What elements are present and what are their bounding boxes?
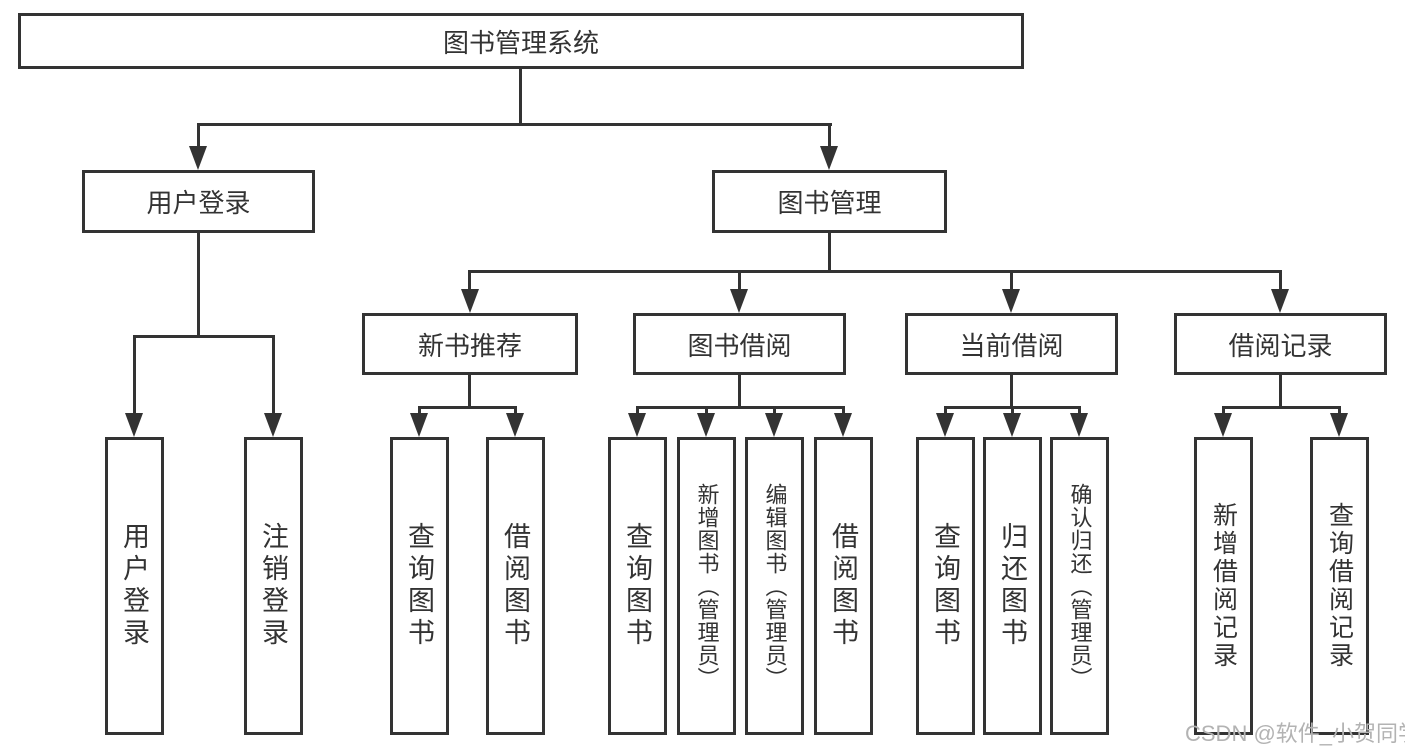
arrowhead-down-icon xyxy=(189,146,207,170)
arrowhead-down-icon xyxy=(461,289,479,313)
leaf-label: 查询借阅记录 xyxy=(1325,502,1354,670)
leaf-label: 新增图书（管理员） xyxy=(694,482,720,690)
leaf-return-books: 归还图书 xyxy=(983,437,1042,735)
connector-line xyxy=(1011,406,1014,416)
connector-line xyxy=(828,123,831,149)
node-label: 图书借阅 xyxy=(687,330,792,361)
connector-line xyxy=(1010,270,1013,291)
leaf-query-books: 查询图书 xyxy=(916,437,975,735)
connector-line xyxy=(944,406,947,416)
connector-line xyxy=(1279,270,1282,291)
connector-line xyxy=(1078,406,1081,416)
connector-line xyxy=(468,270,471,291)
arrowhead-down-icon xyxy=(1330,413,1348,437)
connector-line xyxy=(418,406,421,416)
connector-line xyxy=(773,406,776,416)
arrowhead-down-icon xyxy=(506,413,524,437)
node-label: 借阅记录 xyxy=(1228,330,1333,361)
arrowhead-down-icon xyxy=(264,413,282,437)
leaf-label: 归还图书 xyxy=(997,522,1027,650)
leaf-label: 用户登录 xyxy=(119,522,149,650)
connector-line xyxy=(1010,375,1013,408)
connector-line xyxy=(636,406,639,416)
node-label: 用户登录 xyxy=(146,188,251,218)
arrowhead-down-icon xyxy=(1070,413,1088,437)
leaf-user-login: 用户登录 xyxy=(105,437,164,735)
arrowhead-down-icon xyxy=(697,413,715,437)
arrowhead-down-icon xyxy=(628,413,646,437)
connector-line xyxy=(468,375,471,408)
node-library-management-system: 图书管理系统 xyxy=(18,13,1024,69)
connector-line xyxy=(738,375,741,408)
connector-line xyxy=(133,335,136,415)
connector-line xyxy=(197,123,832,126)
node-new-book-recommend: 新书推荐 xyxy=(362,313,578,375)
leaf-query-borrow-record: 查询借阅记录 xyxy=(1310,437,1369,735)
node-label: 新书推荐 xyxy=(417,330,522,361)
connector-line xyxy=(1222,406,1341,409)
leaf-label: 确认归还（管理员） xyxy=(1067,482,1093,690)
arrowhead-down-icon xyxy=(1271,289,1289,313)
leaf-edit-books-admin: 编辑图书（管理员） xyxy=(745,437,804,735)
leaf-borrow-books: 借阅图书 xyxy=(486,437,545,735)
leaf-add-borrow-record: 新增借阅记录 xyxy=(1194,437,1253,735)
leaf-label: 查询图书 xyxy=(930,522,960,650)
connector-line xyxy=(1338,406,1341,416)
leaf-query-books: 查询图书 xyxy=(608,437,667,735)
arrowhead-down-icon xyxy=(1214,413,1232,437)
leaf-label: 借阅图书 xyxy=(828,522,858,650)
connector-line xyxy=(1222,406,1225,416)
connector-line xyxy=(842,406,845,416)
node-book-borrow: 图书借阅 xyxy=(633,313,846,375)
leaf-label: 注销登录 xyxy=(258,522,288,650)
arrowhead-down-icon xyxy=(834,413,852,437)
leaf-add-books-admin: 新增图书（管理员） xyxy=(677,437,736,735)
leaf-logout: 注销登录 xyxy=(244,437,303,735)
connector-line xyxy=(272,335,275,415)
leaf-label: 查询图书 xyxy=(622,522,652,650)
arrowhead-down-icon xyxy=(1002,289,1020,313)
connector-line xyxy=(514,406,517,416)
leaf-query-books: 查询图书 xyxy=(390,437,449,735)
node-label: 图书管理系统 xyxy=(442,27,599,58)
connector-line xyxy=(418,406,517,409)
node-user-login: 用户登录 xyxy=(82,170,315,233)
connector-line xyxy=(738,270,741,291)
leaf-label: 借阅图书 xyxy=(500,522,530,650)
arrowhead-down-icon xyxy=(765,413,783,437)
connector-line xyxy=(1279,375,1282,408)
leaf-label: 查询图书 xyxy=(404,522,434,650)
arrowhead-down-icon xyxy=(820,146,838,170)
node-label: 图书管理 xyxy=(777,188,882,218)
arrowhead-down-icon xyxy=(1003,413,1021,437)
node-current-borrow: 当前借阅 xyxy=(905,313,1118,375)
node-borrow-record: 借阅记录 xyxy=(1174,313,1387,375)
leaf-confirm-return-admin: 确认归还（管理员） xyxy=(1050,437,1109,735)
connector-line xyxy=(636,406,845,409)
connector-line xyxy=(197,123,200,149)
csdn-watermark: CSDN @软件_小贺同学 xyxy=(1185,721,1405,746)
leaf-label: 新增借阅记录 xyxy=(1209,502,1238,670)
leaf-borrow-books: 借阅图书 xyxy=(814,437,873,735)
arrowhead-down-icon xyxy=(410,413,428,437)
arrowhead-down-icon xyxy=(730,289,748,313)
connector-line xyxy=(133,335,275,338)
leaf-label: 编辑图书（管理员） xyxy=(762,482,788,690)
connector-line xyxy=(197,233,200,338)
node-label: 当前借阅 xyxy=(959,330,1064,361)
connector-line xyxy=(705,406,708,416)
node-book-management: 图书管理 xyxy=(712,170,947,233)
arrowhead-down-icon xyxy=(936,413,954,437)
connector-line xyxy=(828,233,831,273)
connector-line xyxy=(519,69,522,126)
connector-line xyxy=(468,270,1282,273)
arrowhead-down-icon xyxy=(125,413,143,437)
